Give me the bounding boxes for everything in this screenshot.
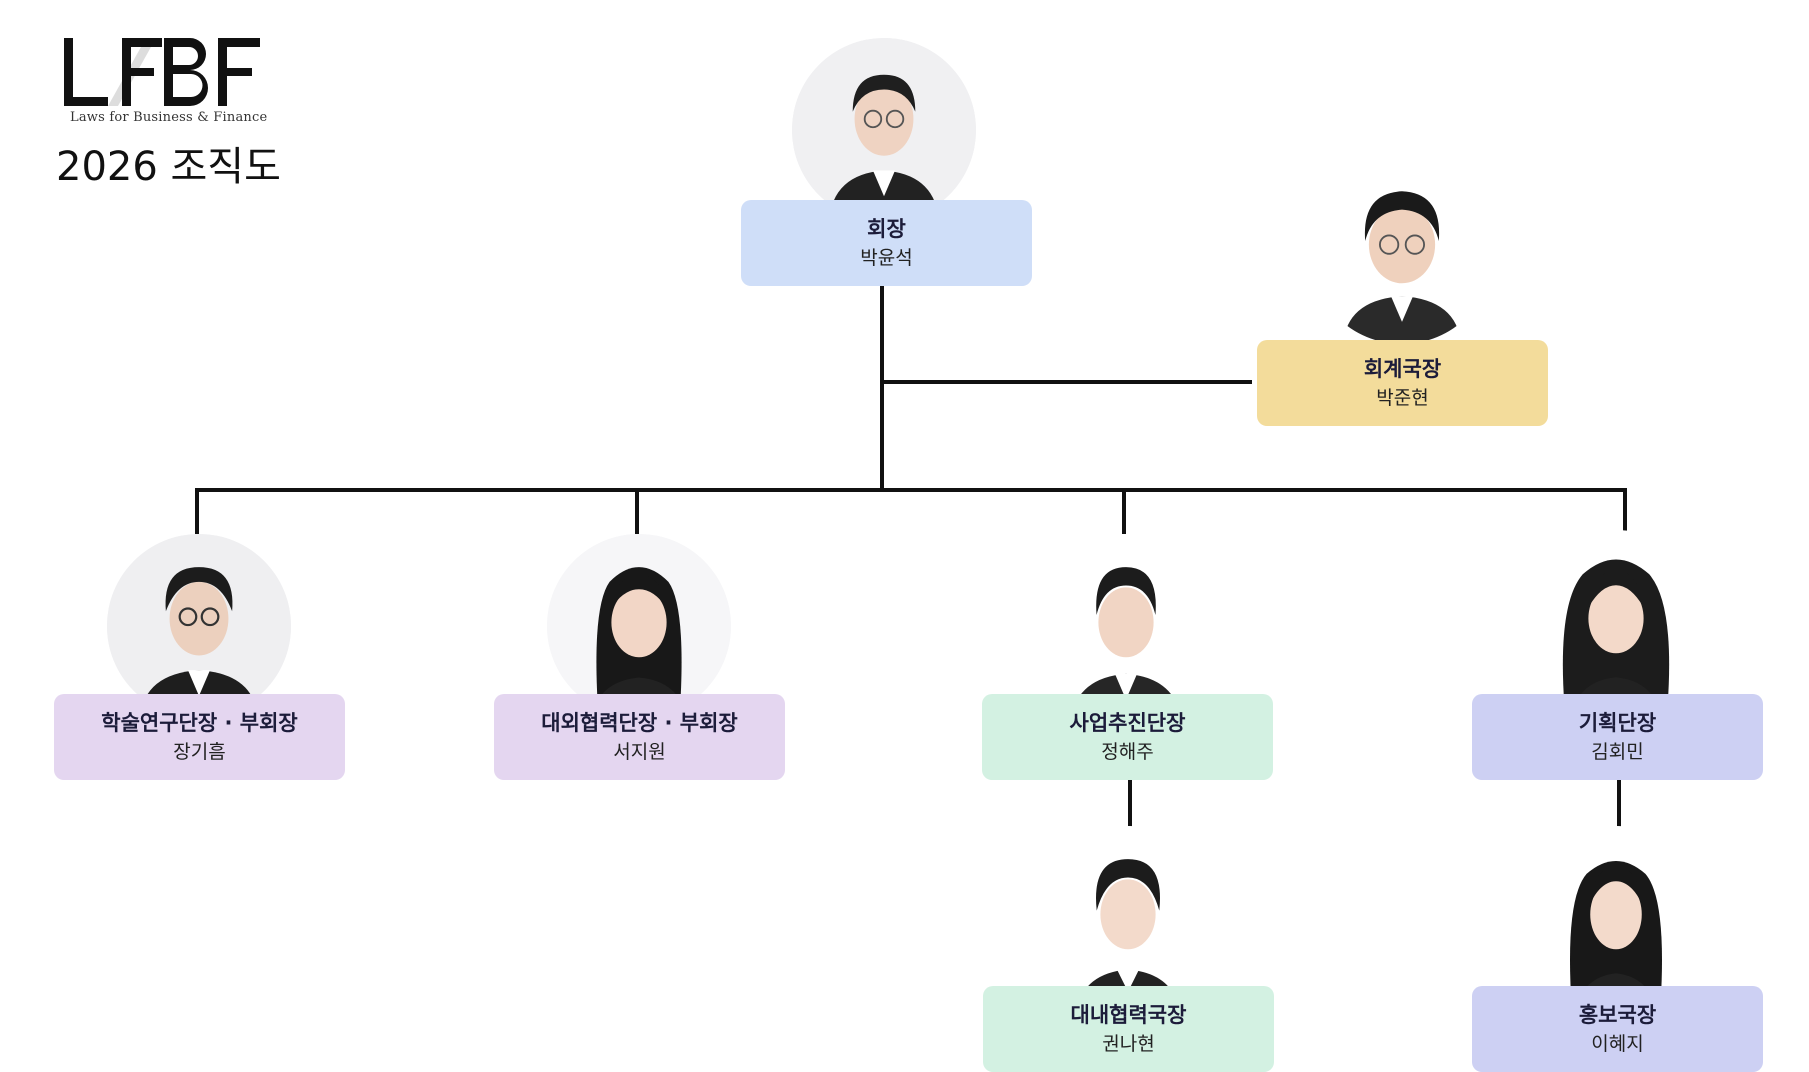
name-label: 김회민 [1591,740,1644,763]
card-internal: 대내협력국장 권나현 [983,986,1274,1072]
avatar-academic [107,534,291,718]
card-business: 사업추진단장 정해주 [982,694,1273,780]
card-president: 회장 박윤석 [741,200,1032,286]
role-label: 대외협력단장 · 부회장 [541,710,738,735]
avatar-president [792,38,976,222]
name-label: 박준현 [1376,386,1429,409]
avatar-internal [1036,826,1220,1010]
avatar-business [1034,534,1218,718]
role-label: 대내협력국장 [1070,1002,1187,1027]
role-label: 홍보국장 [1578,1002,1657,1027]
role-label: 회장 [867,216,906,241]
connector-bus [195,488,1627,492]
role-label: 기획단장 [1578,710,1657,735]
role-label: 회계국장 [1363,356,1442,381]
avatar-pr [1524,826,1708,1010]
connector-planning [1623,488,1627,534]
name-label: 서지원 [613,740,666,763]
name-label: 장기흠 [173,740,226,763]
connector-business-internal [1128,780,1132,830]
avatar-accounting [1310,160,1494,344]
lfbf-logo-mark [60,34,268,112]
avatar-planning [1524,530,1708,714]
avatar-external [547,534,731,718]
card-academic: 학술연구단장 · 부회장 장기흠 [54,694,345,780]
name-label: 박윤석 [860,246,913,269]
connector-academic [195,488,199,534]
card-pr: 홍보국장 이혜지 [1472,986,1763,1072]
role-label: 학술연구단장 · 부회장 [101,710,298,735]
connector-president-down [880,284,884,490]
connector-external [635,488,639,534]
card-planning: 기획단장 김회민 [1472,694,1763,780]
logo: Laws for Business & Finance [60,34,280,125]
name-label: 권나현 [1102,1032,1155,1055]
card-external: 대외협력단장 · 부회장 서지원 [494,694,785,780]
name-label: 정해주 [1101,740,1154,763]
card-accounting: 회계국장 박준현 [1257,340,1548,426]
connector-business [1122,488,1126,534]
logo-subtitle: Laws for Business & Finance [70,110,268,125]
page-title: 2026 조직도 [56,144,281,190]
name-label: 이혜지 [1591,1032,1644,1055]
connector-planning-pr [1617,780,1621,830]
role-label: 사업추진단장 [1069,710,1186,735]
connector-accounting [880,380,1252,384]
